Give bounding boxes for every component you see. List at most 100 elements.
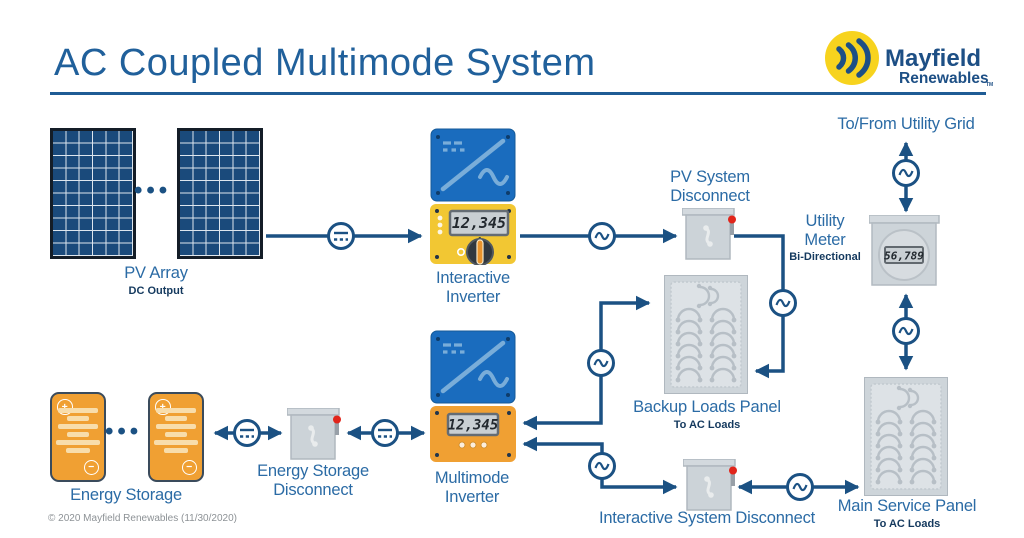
breaker-dots [696, 283, 713, 309]
ac-symbol [892, 317, 920, 345]
rotary-switch-icon [456, 238, 494, 265]
ac-symbol [892, 159, 920, 187]
interactive-system-disconnect-box [683, 459, 737, 511]
wire-symbols [233, 159, 920, 501]
dc-symbol [371, 419, 399, 447]
mayfield-logo: Mayfield Renewables TM [825, 31, 993, 88]
sublabel-text: To AC Loads [873, 517, 941, 530]
lcd-display [448, 209, 510, 237]
ac-symbol [769, 289, 797, 317]
dc-symbol [327, 222, 355, 250]
ac-symbol [786, 473, 814, 501]
ac-symbol [588, 452, 616, 480]
red-handle-knob [333, 415, 341, 424]
label-text: Utility [805, 212, 845, 230]
red-handle-knob [728, 215, 736, 224]
label-text: Inverter [445, 287, 501, 306]
breaker-row-dots [675, 317, 737, 383]
logo-waves-icon [836, 38, 871, 78]
ellipsis-more-batteries: ••• [105, 418, 143, 445]
ellipsis-more-panels: ••• [134, 177, 172, 204]
label-text: Energy Storage [70, 486, 182, 504]
ac-symbol [587, 349, 615, 377]
battery-plus-terminal: + [155, 399, 171, 415]
breaker-row-dots [875, 419, 937, 485]
breaker-rows [676, 307, 736, 381]
logo-name: Mayfield [885, 45, 981, 72]
label-text: Disconnect [670, 186, 750, 205]
switch-icon [308, 425, 318, 447]
logo-tm: TM [986, 82, 993, 88]
multimode-inverter-control-panel: 12,345 [430, 406, 516, 462]
battery-minus-terminal: − [181, 459, 197, 475]
switch-icon [704, 476, 714, 498]
indicator-lights [437, 215, 443, 235]
multimode-inverter-label: Multimode Inverter [412, 469, 532, 506]
label-text: Inverter [444, 487, 500, 506]
pv-system-disconnect-label: PV System Disconnect [645, 168, 775, 205]
utility-meter-label: Utility Meter Bi-Directional [770, 212, 880, 264]
label-text: Interactive System Disconnect [598, 509, 816, 527]
breaker-rows [876, 409, 936, 483]
energy-storage-disconnect-label: Energy Storage Disconnect [243, 462, 383, 499]
utility-grid-label: To/From Utility Grid [816, 115, 996, 134]
backup-loads-panel-label: Backup Loads Panel To AC Loads [627, 398, 787, 431]
title-underline [50, 92, 986, 95]
label-text: Multimode [434, 469, 510, 487]
pv-system-disconnect-box [682, 208, 736, 260]
display-value: 12,345 [452, 214, 506, 232]
page-title: AC Coupled Multimode System [54, 42, 596, 84]
solar-panel-icon [177, 128, 263, 259]
solar-panel-icon [50, 128, 136, 259]
handle [730, 223, 734, 235]
interactive-system-disconnect-label: Interactive System Disconnect [592, 509, 822, 528]
interactive-inverter-label: Interactive Inverter [413, 269, 533, 306]
label-text: Disconnect [273, 480, 353, 499]
breaker-dots [896, 385, 913, 411]
utility-meter-box: 56,789 [869, 215, 940, 286]
label-text: Interactive [436, 269, 510, 287]
pv-array-label: PV Array DC Output [76, 264, 236, 297]
handle [335, 423, 339, 435]
red-handle-knob [729, 466, 737, 475]
screws [436, 135, 510, 195]
interactive-inverter-control-panel: 12,345 1 [430, 204, 516, 265]
main-breaker-icon [899, 387, 920, 409]
battery-minus-terminal: − [83, 459, 99, 475]
label-text: Backup Loads Panel [633, 398, 781, 416]
display-value: 56,789 [884, 250, 924, 263]
backup-loads-panel-box [664, 275, 748, 394]
label-text: PV Array [124, 264, 188, 282]
display-value: 12,345 [448, 418, 499, 434]
battery-icon: + − [50, 392, 106, 482]
handle [731, 474, 735, 486]
sublabel-text: DC Output [128, 284, 184, 297]
sublabel-text: Bi-Directional [789, 251, 861, 264]
screws [435, 411, 511, 457]
indicator-lights [458, 441, 488, 449]
battery-icon: + − [148, 392, 204, 482]
battery-plus-terminal: + [57, 399, 73, 415]
multimode-inverter-power-module [430, 330, 516, 404]
dc-ac-conversion-icon [440, 340, 509, 394]
switch-icon [703, 225, 713, 247]
lcd-display [446, 412, 500, 437]
energy-storage-label: Energy Storage [46, 486, 206, 505]
label-text: To/From Utility Grid [837, 115, 975, 133]
dc-symbol [233, 419, 261, 447]
logo-subname: Renewables [899, 70, 989, 87]
ac-symbol [588, 222, 616, 250]
main-service-panel-label: Main Service Panel To AC Loads [827, 497, 987, 530]
main-breaker-icon [699, 285, 720, 307]
sublabel-text: To AC Loads [673, 418, 741, 431]
dc-ac-conversion-icon [440, 138, 509, 192]
main-service-panel-box [864, 377, 948, 496]
screws [436, 337, 510, 397]
label-text: Main Service Panel [837, 497, 977, 515]
lcd-display [884, 246, 924, 264]
energy-storage-disconnect-box [287, 408, 341, 460]
label-text: Meter [804, 230, 846, 249]
copyright-text: © 2020 Mayfield Renewables (11/30/2020) [48, 513, 237, 524]
